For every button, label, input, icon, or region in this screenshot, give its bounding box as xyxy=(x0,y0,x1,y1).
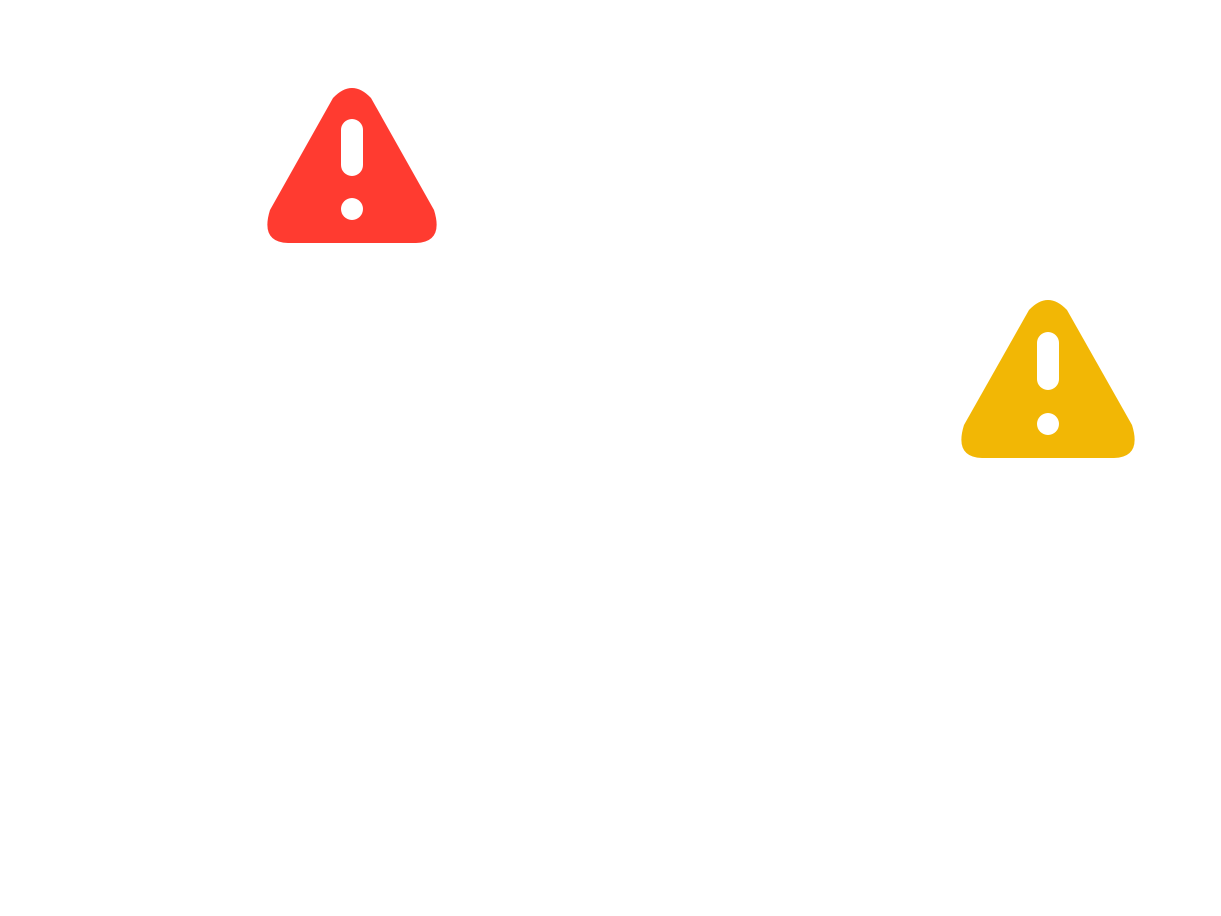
exclamation-bar xyxy=(341,119,363,176)
warning-triangle-icon-red xyxy=(267,88,437,243)
warning-triangle-icon-yellow xyxy=(961,300,1135,458)
exclamation-bar xyxy=(1037,332,1059,390)
exclamation-dot xyxy=(1037,413,1059,435)
exclamation-dot xyxy=(341,198,363,220)
